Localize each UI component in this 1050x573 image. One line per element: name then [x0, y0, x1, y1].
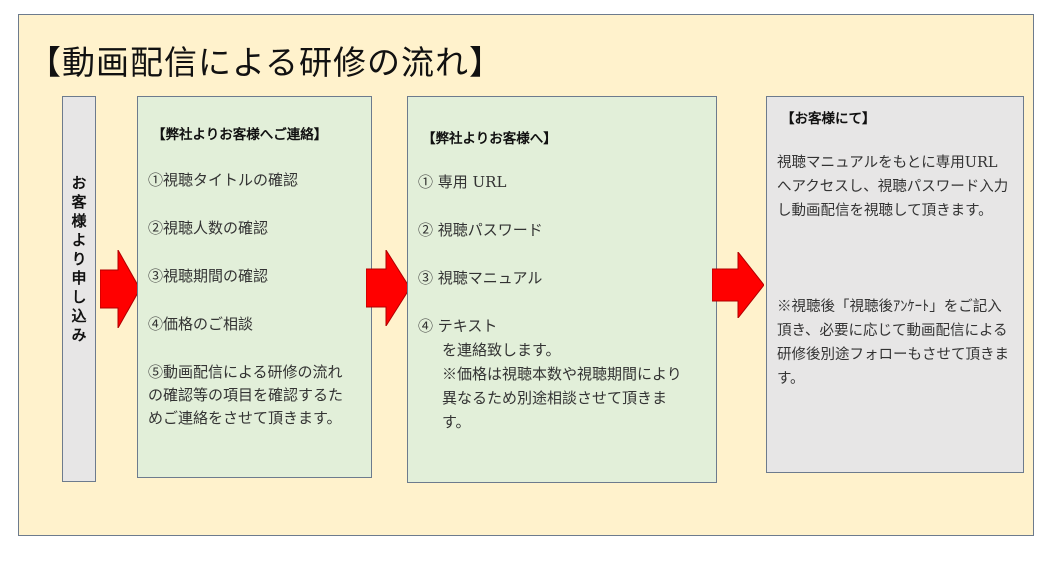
- applicant-box: お客様より申し込み: [62, 96, 96, 482]
- customer-step-heading: 【お客様にて】: [781, 111, 876, 127]
- arrow-right-icon: [100, 250, 140, 328]
- instruction-text: 視聴マニュアルをもとに専用URL へアクセスし、視聴パスワード入力し動画配信を視…: [777, 155, 1009, 219]
- customer-step-box: 【お客様にて】 視聴マニュアルをもとに専用URL へアクセスし、視聴パスワード入…: [766, 96, 1024, 473]
- list-item: ③ 視聴マニュアル: [418, 269, 543, 287]
- list-item: す。: [442, 413, 471, 431]
- contact-step-heading: 【弊社よりお客様へご連絡】: [152, 127, 328, 143]
- arrow-right-icon: [366, 250, 410, 326]
- list-item: を連絡致します。: [442, 341, 561, 359]
- contact-step-box: 【弊社よりお客様へご連絡】 ①視聴タイトルの確認 ②視聴人数の確認 ③視聴期間の…: [137, 96, 372, 478]
- notification-step-heading: 【弊社よりお客様へ】: [422, 131, 557, 147]
- followup-text: ※視聴後「視聴後ｱﾝｹｰﾄ」をご記入頂き、必要に応じて動画配信による研修後別途フ…: [777, 299, 1009, 387]
- list-item: ②視聴人数の確認: [148, 219, 269, 237]
- list-item: 異なるため別途相談させて頂きま: [442, 389, 668, 407]
- list-item: ② 視聴パスワード: [418, 221, 543, 239]
- page-title: 【動画配信による研修の流れ】: [28, 43, 504, 82]
- list-item: ※価格は視聴本数や視聴期間により: [442, 365, 682, 383]
- list-item: ④価格のご相談: [148, 315, 254, 333]
- list-item: ① 専用 URL: [418, 173, 507, 191]
- notification-step-box: 【弊社よりお客様へ】 ① 専用 URL ② 視聴パスワード ③ 視聴マニュアル …: [407, 96, 717, 483]
- list-item: めご連絡をさせて頂きます。: [148, 409, 342, 427]
- list-item: ④ テキスト: [418, 317, 498, 335]
- applicant-label: お客様より申し込み: [69, 175, 88, 346]
- arrow-right-icon: [712, 252, 764, 318]
- list-item: ③視聴期間の確認: [148, 267, 269, 285]
- list-item: の確認等の項目を確認するた: [148, 386, 344, 404]
- list-item: ①視聴タイトルの確認: [148, 171, 299, 189]
- list-item: ⑤動画配信による研修の流れ: [148, 363, 343, 381]
